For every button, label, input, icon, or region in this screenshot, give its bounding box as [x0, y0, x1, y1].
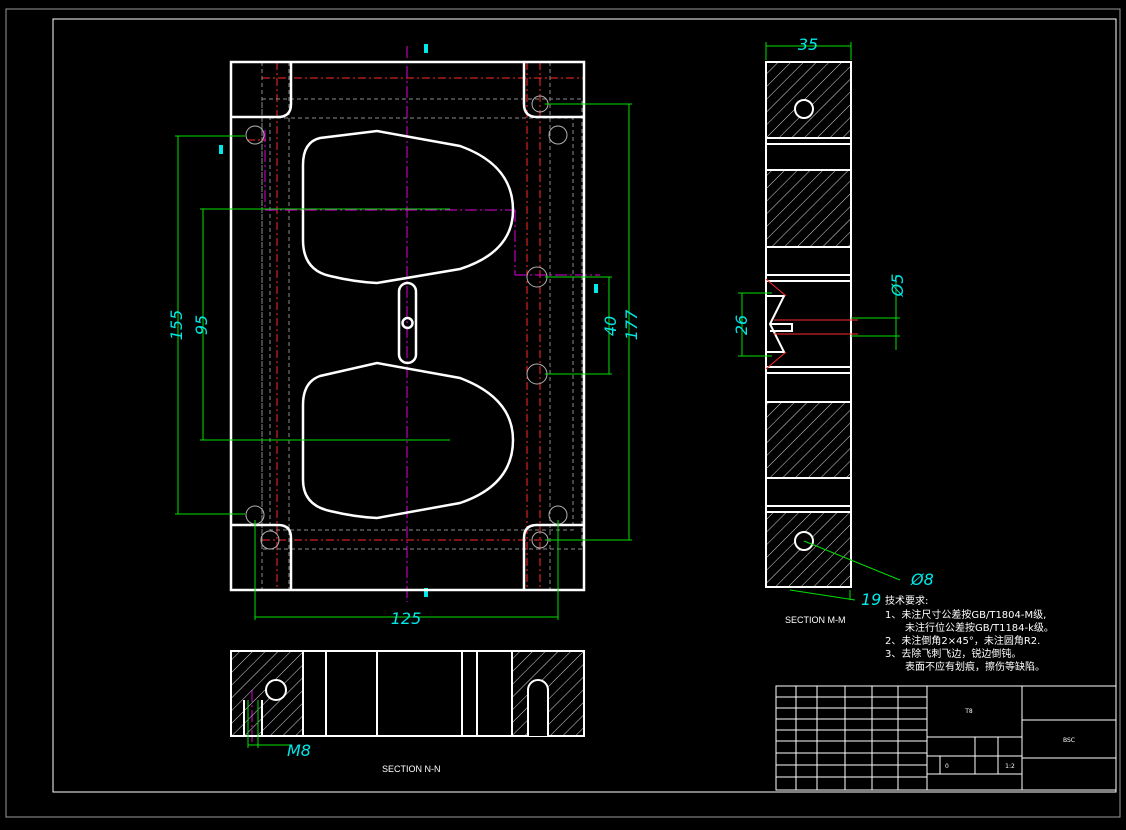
hole-left-bottom — [260, 530, 280, 550]
notes-line5: 表面不应有划痕，擦伤等缺陷。 — [905, 660, 1045, 673]
dim-40-label: 40 — [601, 316, 620, 336]
title-block — [775, 685, 1117, 791]
side-outline — [765, 61, 852, 588]
dowel-hole-upper — [526, 266, 548, 288]
dowel-hole-lower — [526, 363, 548, 385]
technical-notes: 技术要求: 1、未注尺寸公差按GB/T1804-M级, 未注行位公差按GB/T1… — [885, 594, 1054, 673]
corner-notch-bl — [231, 523, 293, 590]
corner-notch-tr — [522, 62, 584, 119]
hole-tr — [548, 125, 568, 145]
bottom-slot-right — [527, 679, 549, 736]
side-section-view: 35 26 Ø5 Ø8 19 SECTION M-M — [732, 35, 934, 625]
title-material: T8 — [964, 708, 973, 715]
bottom-hole-left — [265, 679, 287, 701]
title-scale: 1:2 — [1005, 763, 1015, 770]
bottom-section-view: M8 SECTION N-N — [230, 650, 585, 774]
title-part-no: BSC — [1063, 737, 1075, 744]
dim-35-label: 35 — [798, 35, 818, 54]
notes-line1: 1、未注尺寸公差按GB/T1804-M级, — [885, 608, 1046, 621]
center-mark-right — [594, 284, 598, 293]
title-sheet: 0 — [945, 763, 949, 770]
plate-outline — [229, 60, 586, 592]
lower-cavity — [301, 361, 515, 520]
center-mark-top — [424, 44, 428, 53]
center-slot — [397, 281, 418, 365]
thread-m8-label: M8 — [287, 741, 311, 760]
upper-cavity — [301, 129, 515, 285]
bottom-outline — [230, 650, 585, 737]
center-mark-bottom — [424, 588, 428, 597]
dia-8-label: Ø8 — [910, 570, 934, 589]
corner-notch-br — [522, 523, 584, 590]
center-mark-left — [219, 145, 223, 154]
side-hole-top — [794, 99, 814, 119]
notes-line3: 2、未注倒角2×45°，未注圆角R2. — [885, 634, 1040, 647]
section-m-label: SECTION M-M — [785, 615, 846, 625]
dim-177-label: 177 — [622, 309, 641, 340]
notes-line4: 3、去除飞刺飞边，锐边倒钝。 — [885, 647, 1021, 660]
dia-5-label: Ø5 — [888, 274, 907, 298]
inner-border — [52, 18, 1117, 793]
dim-155-label: 155 — [167, 310, 186, 341]
dim-125-label: 125 — [391, 609, 422, 628]
hole-tl — [245, 125, 265, 145]
center-slot-hole — [401, 316, 414, 330]
corner-notch-tl — [231, 62, 293, 119]
plan-view: 155 95 177 40 125 — [167, 44, 641, 745]
dim-26-label: 26 — [732, 315, 751, 335]
notes-heading: 技术要求: — [885, 594, 928, 607]
outer-border — [5, 8, 1121, 818]
dim-95-label: 95 — [192, 315, 211, 335]
section-n-label: SECTION N-N — [382, 764, 441, 774]
side-v-groove — [766, 295, 793, 353]
notes-line2: 未注行位公差按GB/T1184-k级。 — [905, 621, 1054, 634]
dim-19-label: 19 — [861, 590, 881, 609]
